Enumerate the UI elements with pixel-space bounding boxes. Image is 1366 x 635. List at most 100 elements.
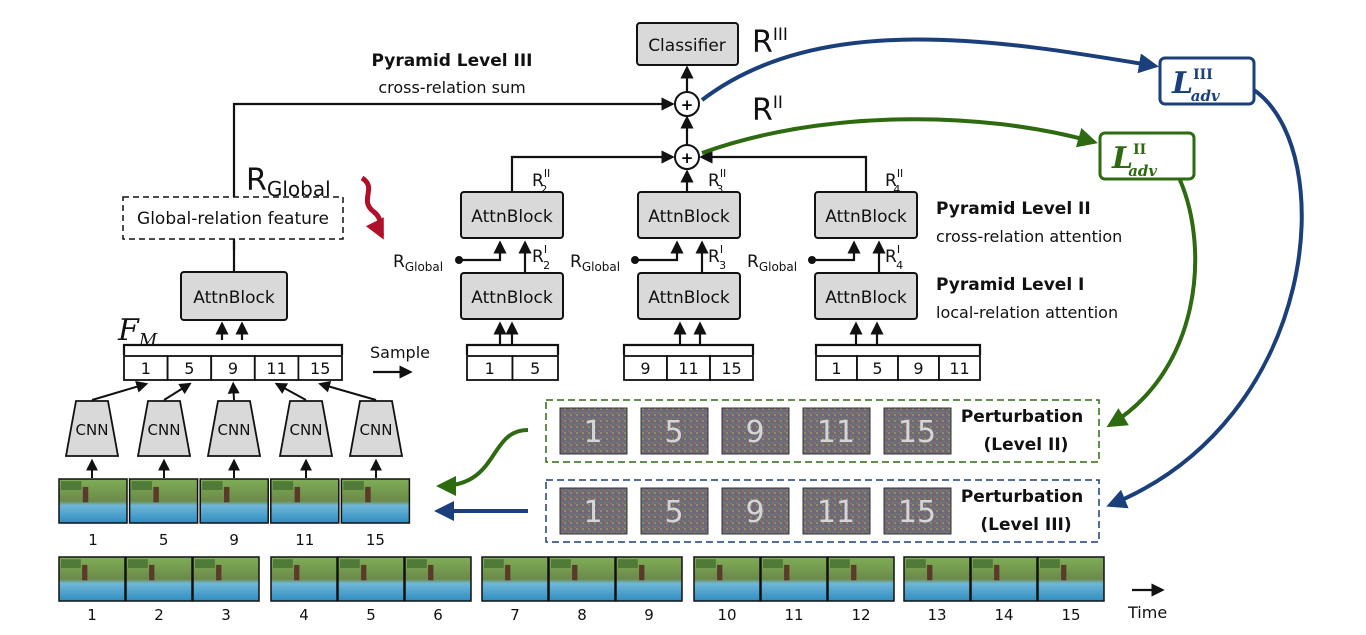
sum-node-level3: + [674,91,700,117]
perturbation-frame-index: 5 [664,415,683,450]
perturbation-noise-frame [883,487,952,535]
svg-text:AttnBlock: AttnBlock [825,207,907,227]
sampled-frame-index: 15 [310,359,330,378]
sampled-frame-index: 1 [141,359,151,378]
sampled-thumbnail [199,478,269,524]
sample-label: Sample [370,343,430,362]
sampled-frame-index: 5 [184,359,194,378]
cnn-block: CNN [64,380,149,478]
group3-frame-index: 9 [640,359,650,378]
timeline-frame [337,556,405,602]
attnblock-l2-group3: AttnBlock [637,191,741,239]
attnblock-l1-group3: AttnBlock [637,272,741,320]
svg-text:(Level III): (Level III) [980,515,1071,535]
pyramid2-title: Pyramid Level II [936,199,1091,219]
timeline-frame-label: 6 [433,606,443,624]
sampled-thumbnail-label: 5 [159,531,169,549]
timeline-frame-label: 8 [577,606,587,624]
r3-label: RIII [752,25,788,60]
r2-label: RII [752,93,783,128]
red-squiggle-arrow [360,175,385,240]
group3-frame-cell [666,355,711,381]
timeline-frame [693,556,761,602]
perturbation-frame-index: 9 [745,495,764,530]
group4-frame-cell [938,355,981,381]
perturbation-frame-index: 9 [745,415,764,450]
perturbation-frame-index: 5 [664,495,683,530]
cnn-block: CNN [274,382,334,478]
svg-text:CNN: CNN [218,421,251,439]
group2-frame-cell [511,355,559,381]
timeline-frame [125,556,193,602]
svg-text:CNN: CNN [360,421,393,439]
r-global-input-4: RGlobal [747,252,797,274]
timeline-frame-label: 7 [510,606,520,624]
pyramid1-title: Pyramid Level I [936,275,1084,295]
timeline-frame-label: 5 [366,606,376,624]
timeline-frame-label: 4 [299,606,309,624]
timeline-frame-label: 14 [994,606,1013,624]
sampled-thumbnail-label: 1 [88,531,98,549]
svg-text:AttnBlock: AttnBlock [471,288,553,308]
sampled-thumbnail [128,478,199,524]
svg-text:AttnBlock: AttnBlock [648,207,730,227]
timeline-frame [404,556,472,602]
sampled-frame-index: 11 [266,359,286,378]
attnblock-l2-group2: AttnBlock [460,191,564,239]
sampled-thumbnail-label: 9 [229,531,239,549]
cnn-block: CNN [318,380,404,478]
sampled-frame-cell [253,355,300,381]
classifier-label: Classifier [648,36,726,56]
timeline-frame-label: 3 [221,606,231,624]
sampled-frame-cell [297,355,343,381]
timeline-frame [970,556,1038,602]
svg-text:AttnBlock: AttnBlock [825,288,907,308]
timeline-frame [192,556,260,602]
perturbation-frame-index: 15 [898,495,936,530]
timeline-frame [760,556,828,602]
perturbation-frame-index: 1 [583,415,602,450]
sampled-frame-index: 9 [228,359,238,378]
perturbation-noise-frame [559,487,628,535]
r-global-label: RGlobal [246,163,331,201]
perturbation-noise-frame [802,487,871,535]
perturbation-frame-index: 1 [583,495,602,530]
pyramid3-sub: cross-relation sum [378,78,525,97]
time-label: Time [1127,603,1167,622]
svg-text:+: + [681,149,694,167]
group4-frame-cell [897,355,940,381]
perturbation-noise-frame [559,407,628,455]
sampled-frame-cell [123,355,169,381]
r-global-input-3: RGlobal [570,252,620,274]
perturbation-noise-frame [883,407,952,455]
attnblock-l1-group4: AttnBlock [814,272,918,320]
global-relation-feature-box: Global-relation feature [122,196,344,240]
timeline-frame [548,556,616,602]
svg-text:AttnBlock: AttnBlock [193,288,275,308]
sampled-thumbnail [270,478,340,524]
group4-frame-index: 11 [949,359,969,378]
perturbation-frame-index: 15 [898,415,936,450]
pyramid1-sub: local-relation attention [936,303,1118,322]
timeline-frame [615,556,683,602]
svg-text:AttnBlock: AttnBlock [648,288,730,308]
cnn-block: CNN [206,381,262,478]
timeline-frame-label: 10 [717,606,736,624]
timeline-frame-label: 11 [784,606,803,624]
timeline-frame [481,556,549,602]
group2-frame-cell [466,355,514,381]
timeline-frame [270,556,338,602]
pyramid2-sub: cross-relation attention [936,227,1122,246]
group3-frame-index: 11 [678,359,698,378]
svg-text:+: + [681,96,694,114]
attnblock-global: AttnBlock [180,271,288,321]
